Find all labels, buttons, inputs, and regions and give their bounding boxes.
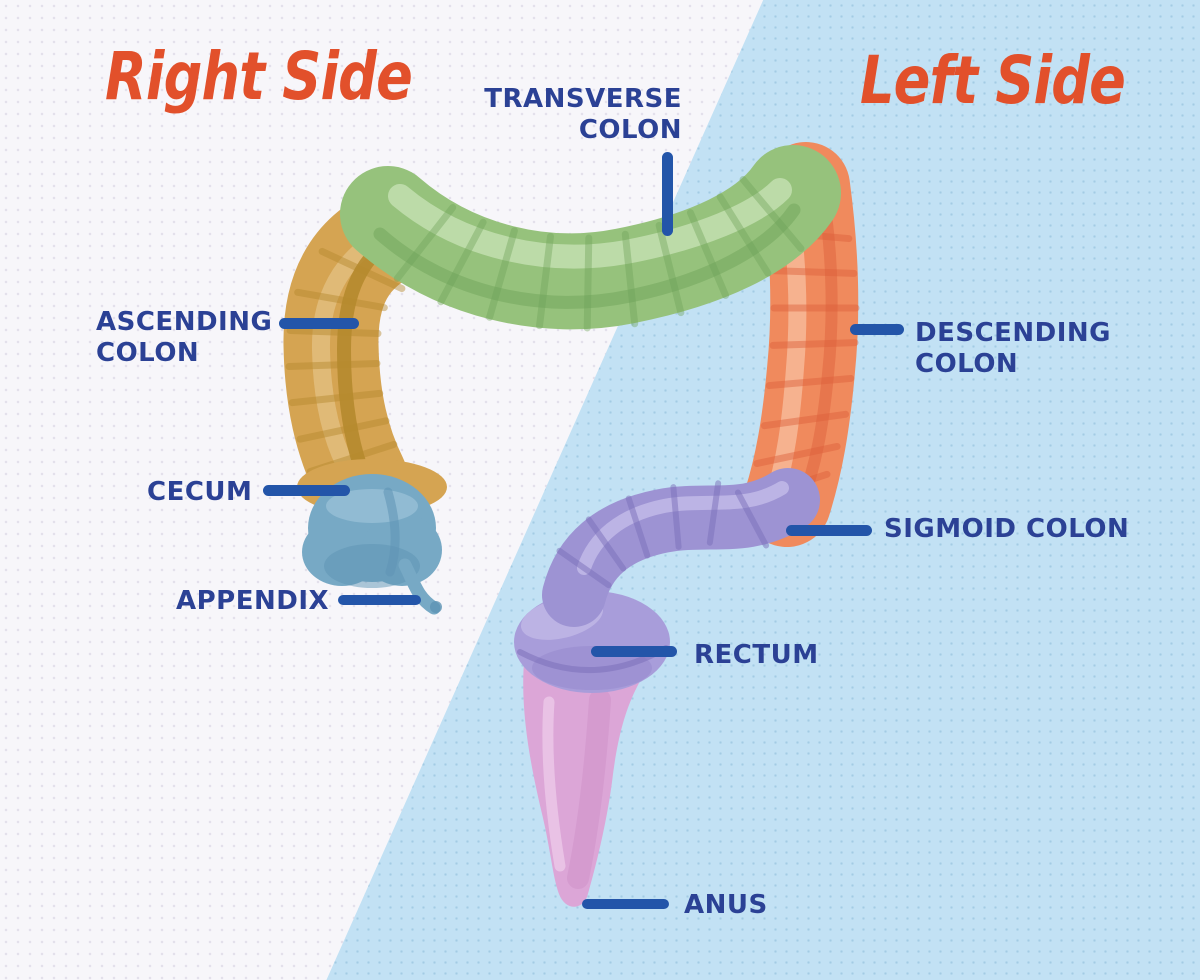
descending-colon-leader-line: [850, 324, 904, 335]
label-cecum: CECUM: [147, 477, 253, 507]
sigmoid-colon-shape: [542, 468, 820, 627]
cecum-shape: [297, 459, 447, 588]
ascending-colon-shape: [283, 184, 444, 526]
label-transverse-colon: TRANSVERSE COLON: [484, 84, 682, 145]
transverse-colon-leader-line: [662, 152, 673, 236]
label-sigmoid-colon: SIGMOID COLON: [884, 514, 1130, 544]
appendix-shape: [398, 558, 442, 615]
left-side-title: Left Side: [860, 42, 1126, 119]
label-ascending-colon: ASCENDING COLON: [96, 307, 273, 368]
label-appendix: APPENDIX: [176, 586, 330, 616]
anus-leader-line: [582, 899, 669, 909]
label-rectum: RECTUM: [694, 640, 819, 670]
cecum-leader-line: [263, 485, 350, 496]
appendix-leader-line: [338, 595, 421, 605]
ascending-colon-leader-line: [279, 318, 359, 329]
sigmoid-colon-leader-line: [786, 525, 872, 536]
label-descending-colon: DESCENDING COLON: [915, 318, 1112, 379]
rectum-leader-line: [591, 646, 677, 657]
right-side-title: Right Side: [105, 38, 413, 115]
anus-shape: [523, 662, 650, 907]
label-anus: ANUS: [684, 890, 768, 920]
transverse-colon-shape: [340, 145, 841, 332]
